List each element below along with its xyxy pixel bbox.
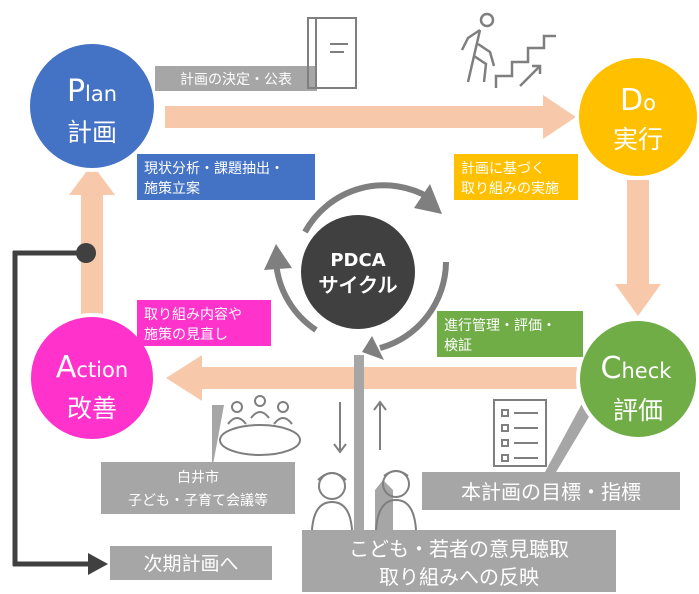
plan-rest: lan [85, 82, 117, 106]
checklist-icon [493, 399, 547, 467]
targets-text: 本計画の目標・指標 [461, 480, 641, 504]
label-do-box: 計画に基づく 取り組みの実施 [454, 154, 578, 200]
label-check-box: 進行管理・評価・ 検証 [437, 311, 583, 357]
center-line2: サイクル [319, 273, 398, 297]
council-line1: 白井市 [177, 469, 219, 486]
plan-ja: 計画 [67, 118, 117, 147]
action-head: A [56, 350, 77, 385]
flow-arrows [69, 95, 661, 401]
plan-to-do-text: 計画の決定・公表 [180, 72, 292, 88]
climbing-stairs-icon [460, 12, 556, 88]
check-node: Check 評価 [576, 317, 699, 441]
do-head: D [620, 83, 643, 118]
plan-title: Plan [67, 74, 117, 109]
label-action-box: 取り組み内容や 施策の見直し [137, 300, 271, 346]
children-icon [311, 400, 417, 531]
action-ja: 改善 [67, 394, 117, 423]
check-title: Check [601, 351, 673, 386]
action-box-line2: 施策の見直し [144, 326, 228, 343]
council-line2: 子ども・子育て会議等 [128, 492, 268, 509]
plan-head: P [67, 74, 85, 109]
action-node: Action 改善 [27, 313, 157, 443]
label-next-plan: 次期計画へ [110, 546, 272, 580]
do-ja: 実行 [613, 125, 663, 154]
check-box-line2: 検証 [444, 338, 472, 354]
meeting-icon [219, 395, 301, 456]
opinion-line2: 取り組みへの反映 [379, 565, 539, 589]
connector-dot [76, 243, 96, 263]
action-title: Action [56, 350, 128, 385]
label-plan-box: 現状分析・課題抽出・ 施策立案 [137, 154, 315, 200]
arrow-plan-to-do [165, 95, 576, 139]
label-targets: 本計画の目標・指標 [422, 472, 680, 510]
plan-node: Plan 計画 [26, 40, 158, 172]
check-box-line1: 進行管理・評価・ [444, 318, 556, 334]
plan-box-line1: 現状分析・課題抽出・ [144, 161, 284, 177]
action-rest: ction [76, 358, 128, 382]
do-box-line1: 計画に基づく [461, 160, 545, 177]
pdca-center [301, 215, 415, 329]
center-line1: PDCA [330, 250, 385, 271]
next-plan-text: 次期計画へ [143, 553, 238, 575]
document-icon [307, 17, 357, 89]
arrow-check-to-action [166, 355, 582, 401]
do-title: Do [620, 83, 656, 118]
label-plan-to-do: 計画の決定・公表 [155, 66, 317, 91]
label-opinion: こども・若者の意見聴取 取り組みへの反映 [302, 530, 616, 592]
plan-box-line2: 施策立案 [144, 180, 200, 197]
opinion-line1: こども・若者の意見聴取 [349, 537, 569, 561]
do-box-line2: 取り組みの実施 [461, 181, 559, 197]
label-council: 白井市 子ども・子育て会議等 [101, 462, 295, 514]
arrow-action-to-plan [69, 164, 115, 315]
arrow-do-to-check [615, 180, 661, 316]
do-rest: o [643, 91, 656, 115]
check-head: C [601, 351, 622, 386]
check-rest: heck [622, 359, 673, 383]
check-ja: 評価 [613, 396, 663, 425]
action-box-line1: 取り組み内容や [144, 306, 242, 323]
do-node: Do 実行 [575, 54, 699, 180]
pdca-cycle: PDCA サイクル [264, 182, 449, 360]
next-plan-connector [12, 243, 108, 575]
